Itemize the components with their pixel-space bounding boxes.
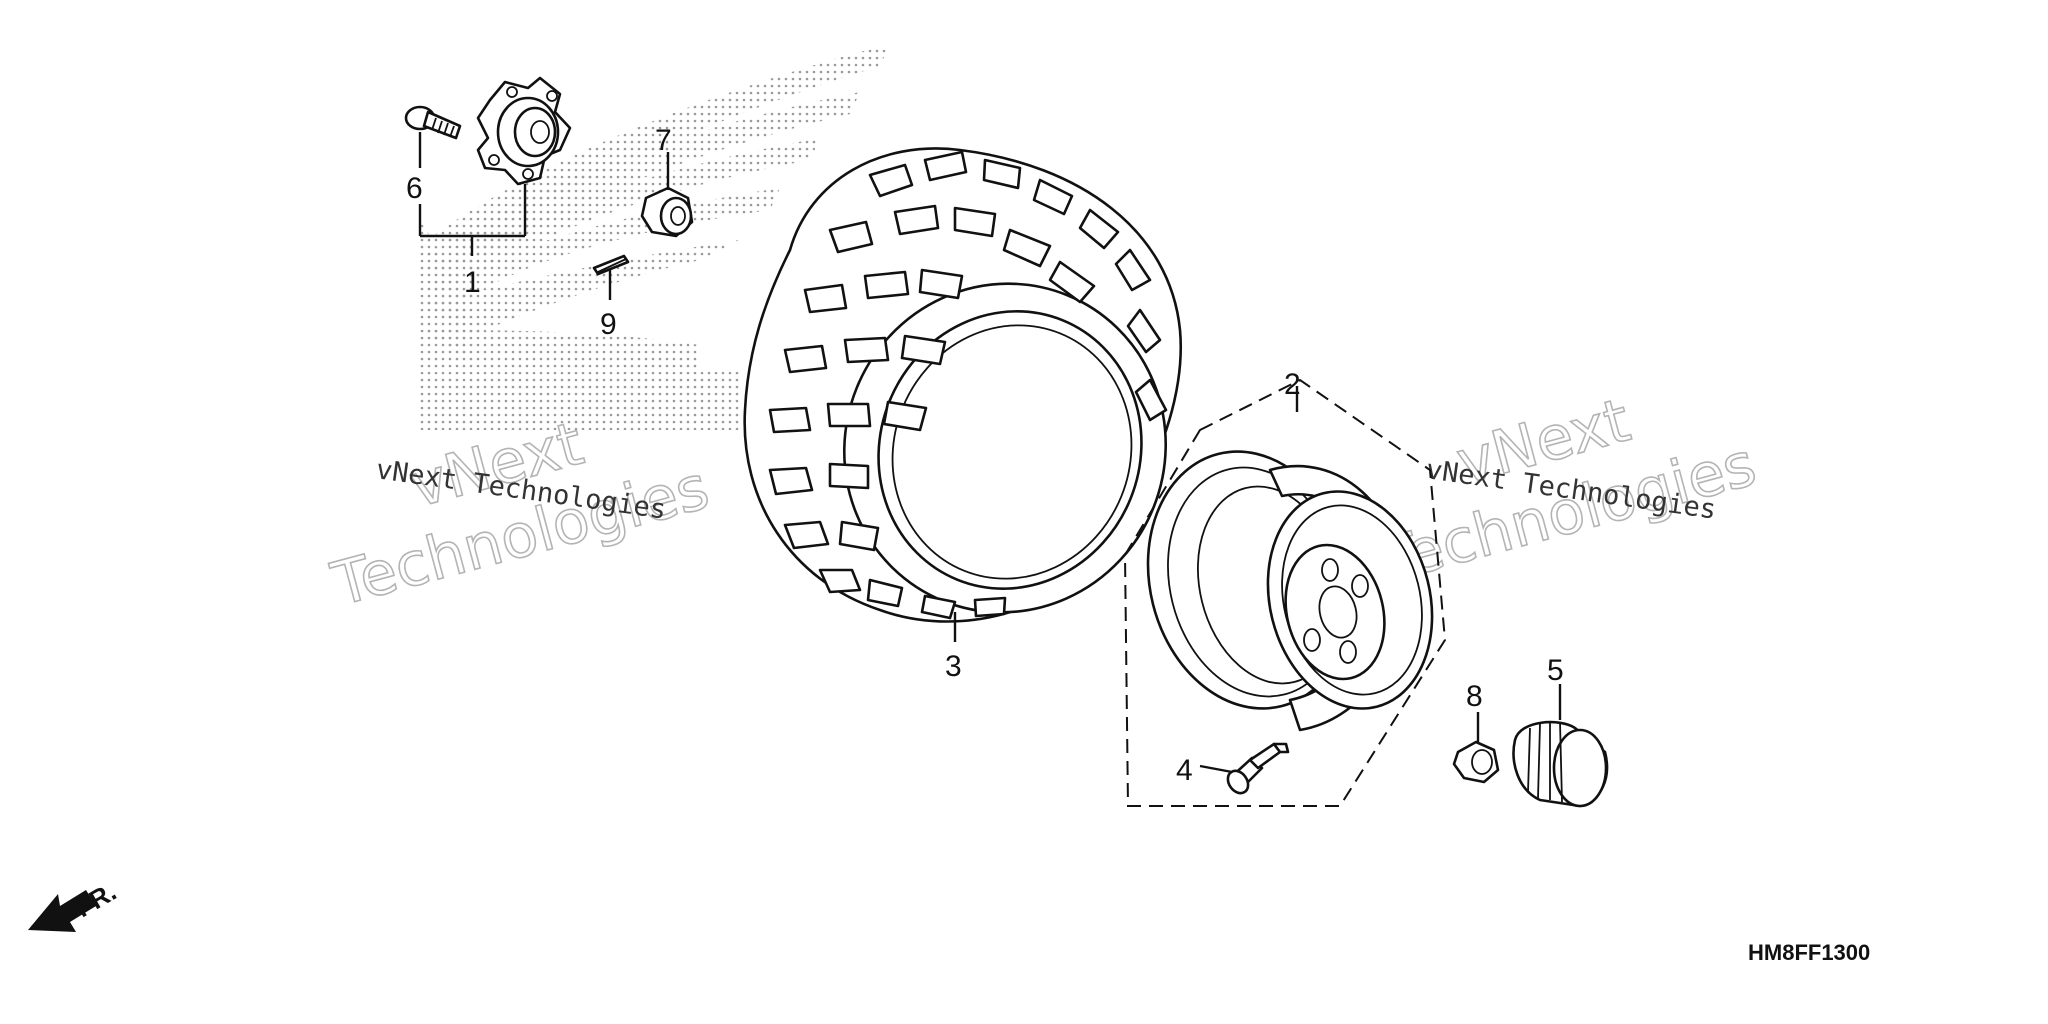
honda-wing-logo [420,44,890,430]
callout-7[interactable]: 7 [655,124,672,157]
callout-4[interactable]: 4 [1176,754,1193,787]
part-bolt[interactable] [404,105,462,140]
tire-tread [768,150,1168,620]
callouts: 6 1 7 9 3 2 4 8 5 [406,124,1564,787]
part-hub[interactable] [476,76,572,186]
part-nut[interactable] [640,186,694,238]
part-cotter-pin[interactable] [592,254,630,276]
callout-6[interactable]: 6 [406,172,423,205]
part-wheel-nut[interactable] [1452,740,1500,784]
front-direction-arrow-icon: FR. [28,876,121,932]
part-hub-cap[interactable] [1512,720,1609,808]
part-tire[interactable] [743,147,1216,660]
diagram-code: HM8FF1300 [1748,940,1870,965]
callout-5[interactable]: 5 [1547,654,1564,687]
part-valve[interactable] [1224,742,1290,797]
callout-8[interactable]: 8 [1466,680,1483,713]
callout-2[interactable]: 2 [1284,368,1301,401]
leader-lines [418,132,1562,774]
callout-1[interactable]: 1 [464,266,481,299]
callout-9[interactable]: 9 [600,308,617,341]
callout-3[interactable]: 3 [945,650,962,683]
part-wheel[interactable] [1122,430,1455,732]
wheel-assembly-box [1123,378,1447,807]
